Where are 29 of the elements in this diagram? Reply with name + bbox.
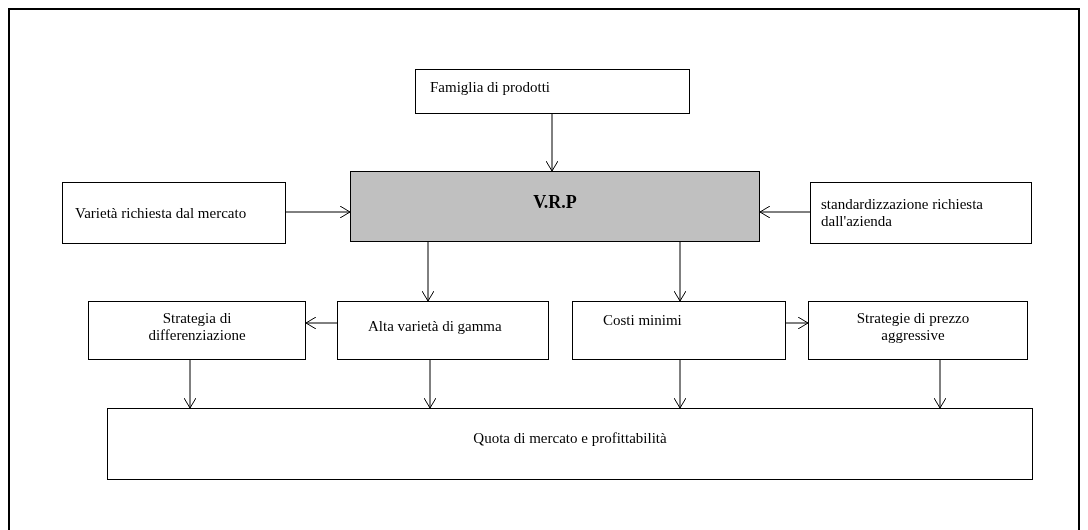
arrow xyxy=(183,359,197,409)
highlighted-box xyxy=(350,171,760,242)
arrow xyxy=(421,241,435,302)
arrow xyxy=(545,113,559,172)
process-box xyxy=(810,182,1032,244)
process-box xyxy=(337,301,549,360)
box-text: Famiglia di prodotti xyxy=(430,79,550,96)
box-text: standardizzazione richiesta dall'azienda xyxy=(821,196,984,230)
arrow xyxy=(423,359,437,409)
process-box xyxy=(572,301,786,360)
arrow xyxy=(785,316,809,330)
box-text: Varietà richiesta dal mercato xyxy=(75,204,247,222)
box-text: Costi minimi xyxy=(603,312,682,329)
arrow xyxy=(673,359,687,409)
process-box xyxy=(62,182,286,244)
box-text: Strategia di differenziazione xyxy=(147,309,247,344)
process-box xyxy=(107,408,1033,480)
process-box xyxy=(88,301,306,360)
arrow xyxy=(673,241,687,302)
arrow xyxy=(285,205,351,219)
process-box xyxy=(808,301,1028,360)
process-box xyxy=(415,69,690,114)
box-text: Alta varietà di gamma xyxy=(368,318,502,335)
arrow xyxy=(933,359,947,409)
box-text: Quota di mercato e profittabilità xyxy=(473,429,667,447)
arrow xyxy=(759,205,811,219)
arrow xyxy=(305,316,338,330)
box-text: V.R.P xyxy=(533,192,577,213)
box-text: Strategie di prezzo aggressive xyxy=(855,309,971,344)
